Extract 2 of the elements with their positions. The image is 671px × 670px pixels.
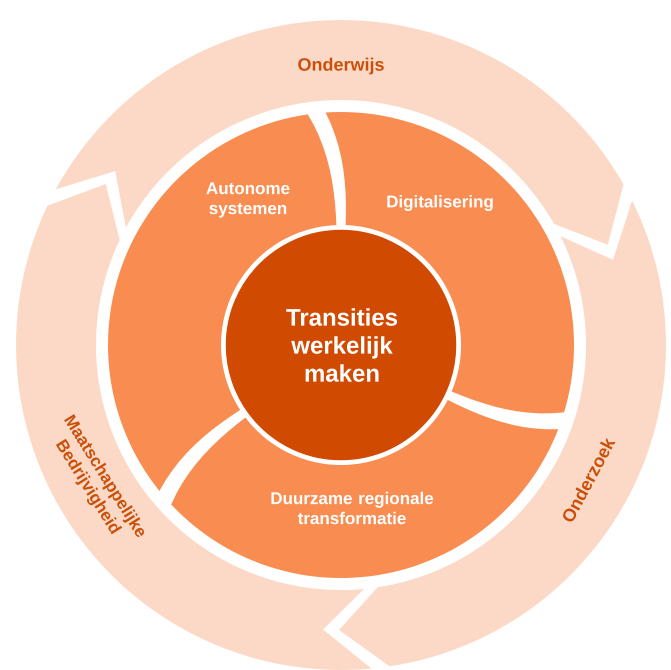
- node-label: Autonome systemen: [206, 182, 290, 218]
- ring-segment: Duurzame regionale transformatie: [171, 400, 558, 578]
